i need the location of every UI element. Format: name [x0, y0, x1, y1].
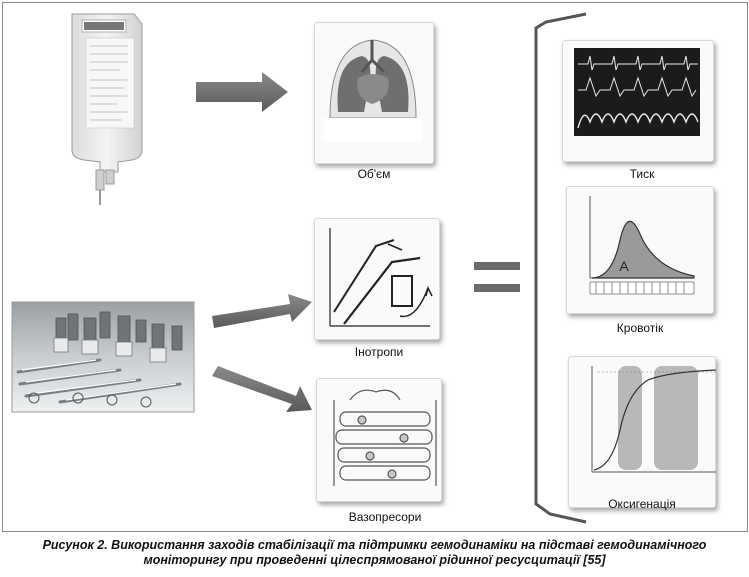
equals-sign [474, 262, 520, 292]
circulation-diagram [333, 389, 437, 486]
arrow-bag-to-volume [196, 72, 288, 112]
pressure-label: Тиск [629, 167, 655, 181]
blood-flow-label: Кровотік [616, 321, 664, 335]
vasopressors-label: Вазопресори [348, 510, 422, 524]
inotropes-curve-card [314, 218, 440, 340]
arrow-photo-to-vasopressors [212, 366, 312, 412]
arrow-photo-to-inotropes [212, 294, 312, 328]
vials-syringes-photo [11, 301, 195, 413]
curve-area-label: A [619, 258, 629, 274]
vasopressors-card [316, 378, 442, 502]
pressure-monitor-icon [574, 48, 700, 136]
lungs-icon [324, 39, 422, 142]
thermodilution-curve [589, 196, 695, 295]
caption-line-2: моніторингу при проведенні цілеспрямован… [143, 553, 606, 567]
figure-caption: Рисунок 2. Використання заходів стабіліз… [0, 538, 749, 568]
volume-label: Об'єм [357, 167, 391, 181]
frank-starling-plot [329, 228, 433, 327]
oxygenation-label: Оксигенація [608, 497, 676, 511]
iv-bag-icon [71, 13, 143, 205]
grouping-bracket [534, 12, 587, 524]
caption-line-1: Рисунок 2. Використання заходів стабіліз… [42, 538, 707, 552]
oxygen-dissociation-chart [591, 366, 717, 473]
inotropes-label: Інотропи [354, 345, 404, 359]
